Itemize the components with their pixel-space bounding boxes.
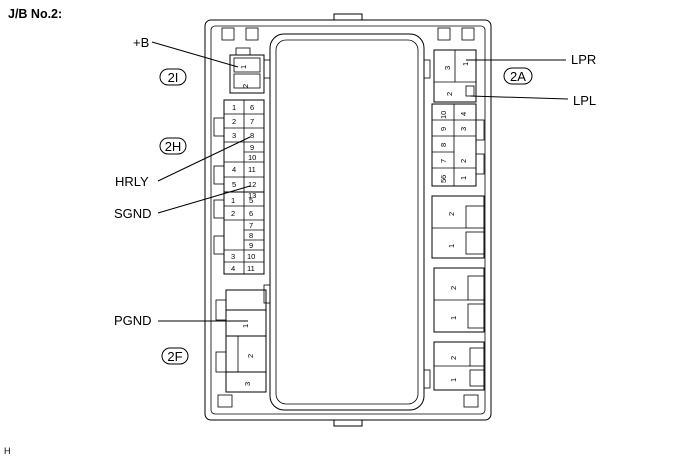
pin-2H-b4: 4 (231, 264, 235, 273)
connector-2H-lower: 1 5 2 6 7 8 9 3 10 4 11 (213, 191, 265, 275)
pin-2H-b11: 11 (247, 264, 255, 273)
pin-2A-7: 7 (439, 159, 448, 163)
leader-sgnd (157, 185, 251, 214)
pin-2H-3: 3 (232, 131, 236, 140)
connector-2A-top: 3 1 2 (433, 49, 477, 103)
pin-2A-10: 10 (439, 111, 448, 119)
callout-hrly: HRLY (115, 174, 149, 189)
pin-2I-1: 1 (239, 65, 248, 69)
pin-b-2: 2 (447, 212, 456, 216)
pin-2H-13: 13 (248, 191, 256, 200)
pin-2H-5: 5 (232, 180, 236, 189)
connector-right-c: 2 1 (433, 267, 485, 333)
pin-2H-1: 1 (232, 103, 236, 112)
connector-2H-upper: 1 6 2 7 3 8 9 10 11 4 12 5 13 (213, 99, 265, 200)
callout-plus-b: +B (133, 35, 149, 50)
connector-right-d: 2 1 (433, 341, 485, 391)
pin-2A-6: 6 (439, 175, 448, 179)
pin-c-2: 2 (449, 286, 458, 290)
pin-2H-4: 4 (232, 165, 236, 174)
pin-2H-10: 10 (248, 153, 256, 162)
callout-lpl: LPL (573, 93, 596, 108)
pin-2A-8: 8 (439, 143, 448, 147)
leader-plus-b (151, 41, 239, 68)
callout-pgnd: PGND (114, 313, 152, 328)
pin-2A-2b: 2 (459, 159, 468, 163)
pin-2H-7: 7 (250, 117, 254, 126)
callout-lpr: LPR (571, 52, 596, 67)
pin-2H-6: 6 (250, 103, 254, 112)
pin-2A-5: 5 (439, 179, 448, 183)
oval-2I-label: 2I (168, 70, 179, 85)
oval-2F: 2F (161, 347, 189, 365)
oval-2H-label: 2H (165, 139, 182, 154)
oval-2A-label: 2A (510, 69, 526, 84)
pin-2A-9: 9 (439, 127, 448, 131)
pin-2H-11: 11 (248, 165, 256, 174)
pin-2H-9: 9 (250, 143, 254, 152)
oval-2A: 2A (503, 67, 533, 85)
pin-2H-b3: 3 (231, 252, 235, 261)
oval-2I: 2I (159, 68, 187, 86)
pin-2A-3b: 3 (459, 127, 468, 131)
pin-2A-3: 3 (443, 66, 452, 70)
oval-2F-label: 2F (167, 349, 182, 364)
pin-2A-2: 2 (445, 92, 454, 96)
leader-hrly (157, 136, 251, 182)
pin-b-1: 1 (447, 244, 456, 248)
pin-2H-b2: 2 (231, 209, 235, 218)
diagram-title: J/B No.2: (8, 7, 62, 21)
oval-2H: 2H (159, 137, 187, 155)
pin-2F-1: 1 (241, 324, 250, 328)
pin-2A-4: 4 (459, 112, 468, 116)
callout-sgnd: SGND (114, 206, 152, 221)
pin-2H-b7: 7 (249, 221, 253, 230)
pin-2A-1: 1 (461, 62, 470, 66)
pin-2A-1b: 1 (459, 176, 468, 180)
footer-code: H (4, 446, 11, 456)
connector-2A-mid: 4 10 3 9 8 7 2 6 5 1 (431, 103, 485, 187)
pin-d-1: 1 (449, 378, 458, 382)
connector-2F: 1 2 3 (215, 289, 267, 393)
pin-2H-b5: 5 (249, 196, 253, 205)
pin-2H-2: 2 (232, 117, 236, 126)
pin-d-2: 2 (449, 356, 458, 360)
pin-2H-b6: 6 (249, 209, 253, 218)
pin-2H-8: 8 (250, 131, 254, 140)
pin-2H-b1: 1 (231, 196, 235, 205)
pin-2H-b9: 9 (249, 241, 253, 250)
pin-2H-b8: 8 (249, 231, 253, 240)
connector-right-b: 2 1 (431, 195, 485, 259)
junction-block-body (204, 13, 492, 427)
pin-2F-2: 2 (246, 354, 255, 358)
pin-2F-3: 3 (243, 382, 252, 386)
pin-2H-12: 12 (248, 180, 256, 189)
leader-lpl (469, 95, 569, 100)
pin-2I-2: 2 (241, 84, 250, 88)
pin-c-1: 1 (449, 316, 458, 320)
connector-2I: 1 2 (229, 47, 265, 94)
pin-2H-b10: 10 (247, 252, 255, 261)
